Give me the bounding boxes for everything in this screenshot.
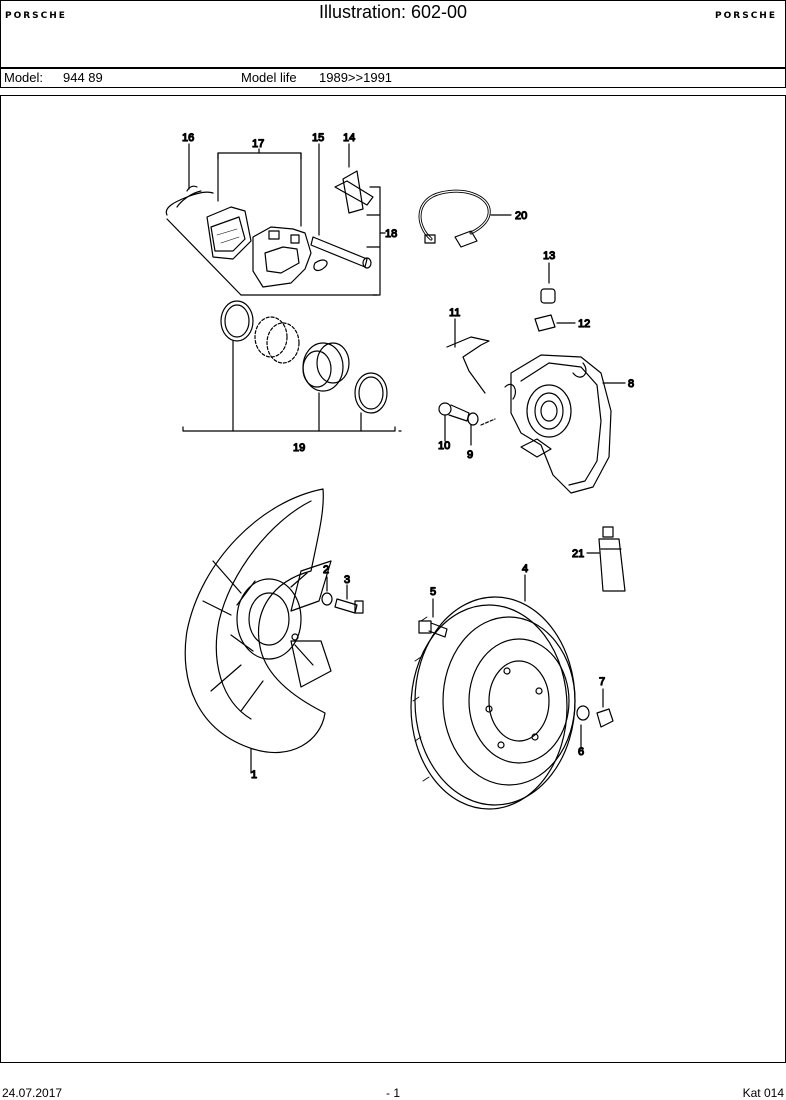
- illustration-frame: 1 2 3 4 5 6 7 8 9 10 11 12 13 14 15 16 1…: [0, 95, 786, 1063]
- model-life-label: Model life: [241, 70, 297, 85]
- callout-19: 19: [293, 442, 305, 454]
- callout-13: 13: [543, 250, 555, 262]
- callout-2: 2: [323, 564, 329, 576]
- callout-7: 7: [599, 676, 605, 688]
- callout-16: 16: [182, 132, 194, 144]
- callout-5: 5: [430, 586, 436, 598]
- brake-pad-group: [165, 143, 386, 296]
- brake-disc: [410, 574, 614, 810]
- footer-page: - 1: [386, 1086, 401, 1100]
- callout-18: 18: [385, 228, 397, 240]
- exploded-brake-diagram: 1 2 3 4 5 6 7 8 9 10 11 12 13 14 15 16 1…: [165, 131, 635, 810]
- model-life-value: 1989>>1991: [319, 70, 393, 85]
- callout-14: 14: [343, 132, 355, 144]
- callout-11: 11: [449, 307, 460, 319]
- grease-tube: [586, 526, 626, 592]
- callout-3: 3: [344, 574, 350, 586]
- illustration-title: Illustration: 602-00: [318, 2, 468, 22]
- callout-10: 10: [438, 440, 450, 452]
- callout-20: 20: [515, 210, 527, 222]
- porsche-logo-right: PORSCHE: [715, 11, 777, 21]
- callout-6: 6: [578, 746, 584, 758]
- page-header: PORSCHE Illustration: 602-00 PORSCHE Mod…: [0, 0, 786, 88]
- callout-17: 17: [252, 138, 264, 150]
- brake-hose: [418, 189, 512, 248]
- brake-caliper: [438, 262, 626, 494]
- callout-9: 9: [467, 449, 473, 461]
- model-label: Model:: [4, 70, 44, 85]
- dust-shield: [184, 488, 364, 774]
- footer-date: 24.07.2017: [2, 1086, 63, 1100]
- callout-21: 21: [572, 548, 584, 560]
- callout-15: 15: [312, 132, 324, 144]
- callout-8: 8: [628, 378, 634, 390]
- caliper-seal-kit: [182, 300, 402, 432]
- model-value: 944 89: [63, 70, 103, 85]
- callout-4: 4: [522, 563, 528, 575]
- porsche-logo-left: PORSCHE: [5, 11, 67, 21]
- callout-1: 1: [251, 769, 257, 781]
- footer-catalog: Kat 014: [742, 1086, 784, 1100]
- header-divider: [1, 67, 785, 69]
- model-row: Model: 944 89 Model life 1989>>1991: [1, 69, 785, 86]
- callout-12: 12: [578, 318, 590, 330]
